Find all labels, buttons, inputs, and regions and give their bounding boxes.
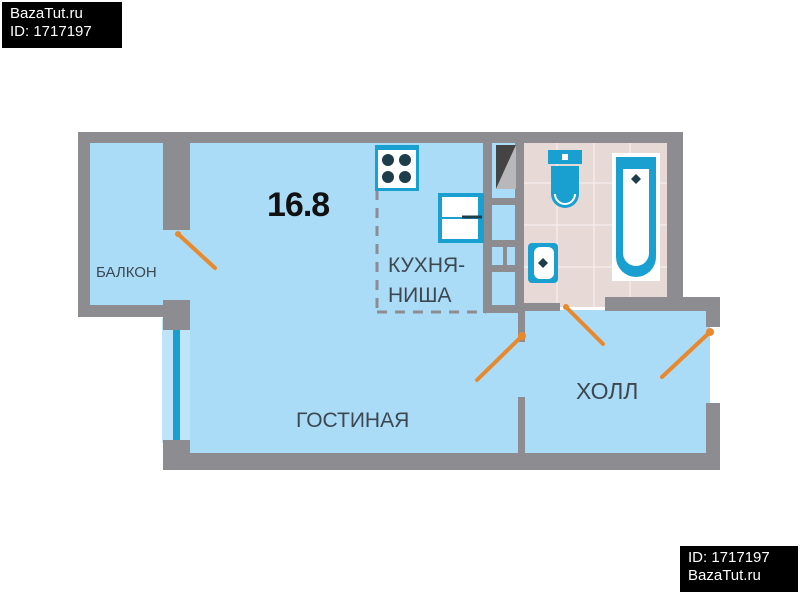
wall-pillar-bottom [163,300,190,330]
wall-shaft-rung2 [483,240,523,247]
wall-shaft-rung3 [483,265,523,272]
wall-bath-right [667,132,683,307]
entrance-door-icon [660,330,712,379]
living-room-label: ГОСТИНАЯ [296,409,410,432]
wall-pillar-top [163,132,190,230]
watermark-id: ID: 1717197 [688,549,770,566]
watermark-top: BazaTut.ru ID: 1717197 [2,2,122,48]
kitchen-label-line1: КУХНЯ- [388,254,466,277]
stove-icon [375,145,419,191]
wall-shaft-bottom [483,305,523,313]
watermark-bottom: ID: 1717197 BazaTut.ru [680,546,798,592]
shaft-vent-icon [496,145,516,189]
living-door-icon [475,334,524,382]
wall-hall-left-top [518,305,525,342]
wall-bottom [163,453,720,470]
wall-hall-right-bottom [706,403,720,470]
kitchen-sink-icon [438,193,484,243]
watermark-site: BazaTut.ru [688,567,761,584]
wall-balcony-bottom [78,305,188,317]
kitchen-label-line2: НИША [388,284,452,307]
window-left [173,330,180,440]
hall-room [525,310,710,453]
wall-shaft-rung1 [483,198,523,205]
balcony-door-icon [176,232,217,270]
wall-shaft-right [515,143,524,313]
balcony-label: БАЛКОН [96,264,157,281]
wall-hall-left-bottom [518,397,525,457]
toilet-icon [548,150,582,208]
bathroom-sink-icon [528,243,558,283]
watermark-id: ID: 1717197 [10,23,92,40]
watermark-site: BazaTut.ru [10,5,83,22]
wall-shaft-divider [503,247,507,265]
balcony-room [90,143,165,305]
wall-hall-top [605,297,720,311]
hall-label: ХОЛЛ [576,378,639,404]
bathroom-door-icon [564,305,605,346]
wall-shaft-left [483,143,492,313]
wall-hall-right-top [706,297,720,327]
wall-top [78,132,683,143]
wall-bath-bottom-left [522,303,560,311]
area-label: 16.8 [267,186,330,224]
kitchen-label: КУХНЯ- НИША [388,251,465,311]
kitchen-niche-outline [375,190,486,314]
bathtub-icon [612,153,660,281]
wall-balcony-left [78,132,90,317]
